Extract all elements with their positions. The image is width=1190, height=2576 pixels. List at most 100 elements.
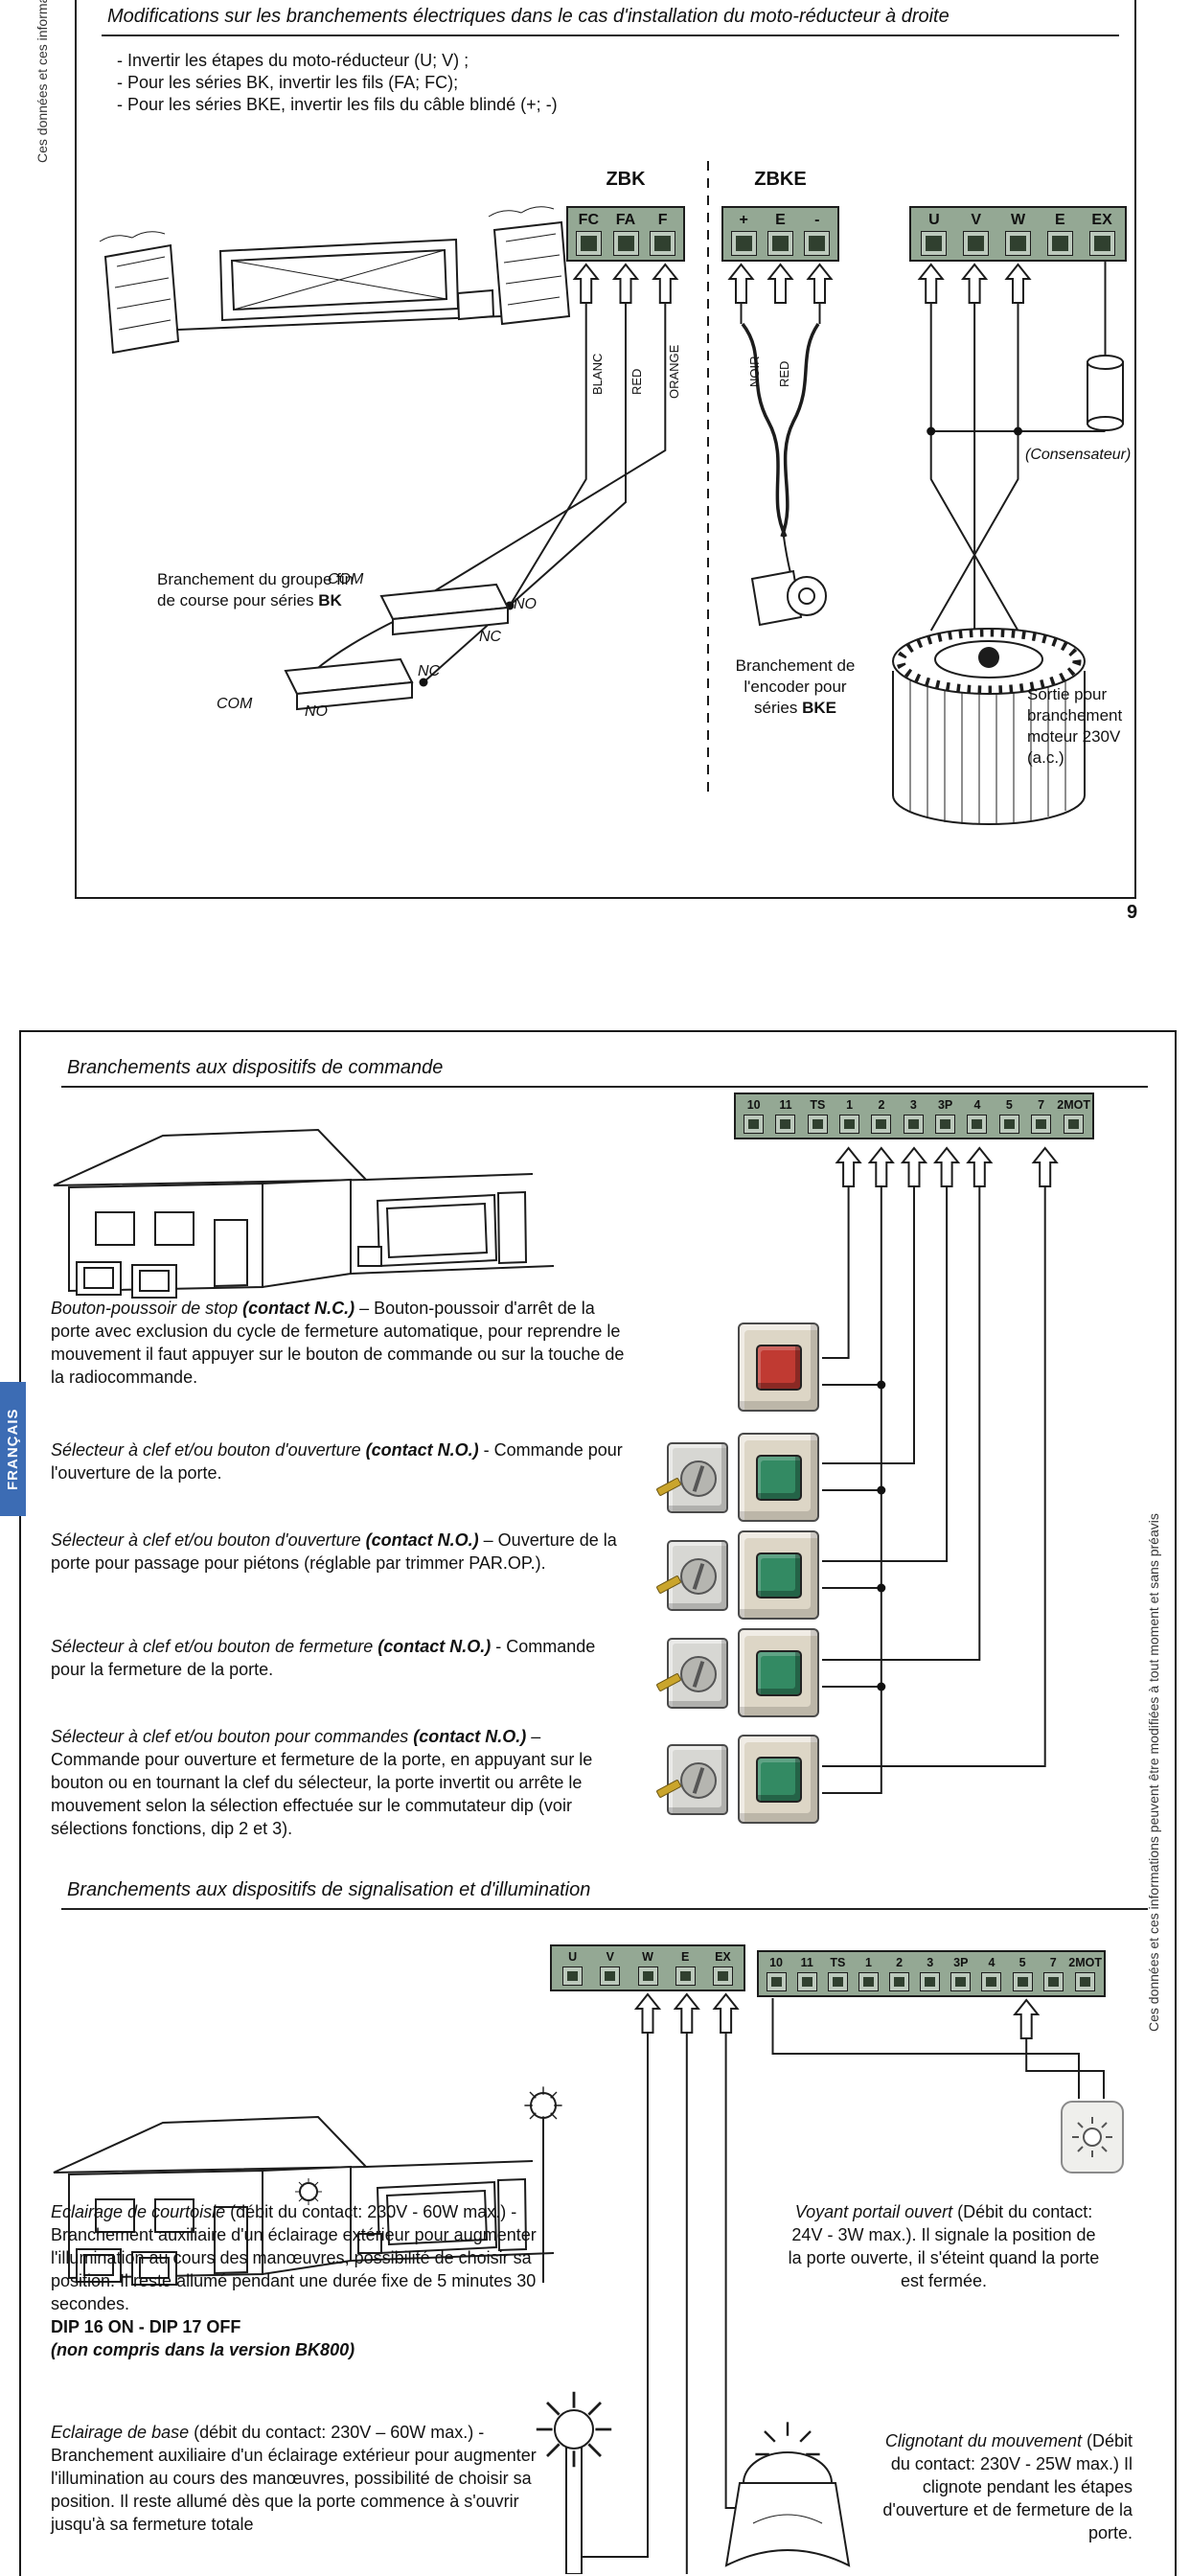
terminal-cell: 11	[791, 1955, 822, 1991]
wire-label-orange: ORANGE	[667, 344, 681, 399]
motor-output-caption: Sortie pour branchement moteur 230V (a.c…	[1027, 685, 1123, 767]
terminal-cell: 3P	[929, 1097, 961, 1134]
section-signal-title: Branchements aux dispositifs de signalis…	[61, 1879, 1148, 1910]
gate-scene-sketch	[99, 206, 571, 355]
terminal-cell: EX	[1081, 211, 1123, 256]
gate-open-indicator-lamp	[1061, 2101, 1124, 2174]
terminal-cell: W	[997, 211, 1040, 256]
terminal-hole	[903, 1115, 924, 1134]
terminal-cell: E	[1039, 211, 1081, 256]
terminal-cell: 11	[769, 1097, 801, 1134]
close-switch-paragraph: Sélecteur à clef et/ou bouton de fermetu…	[51, 1637, 596, 1679]
terminal-hole	[858, 1972, 879, 1991]
terminal-cell: 4	[976, 1955, 1007, 1991]
terminal-hole	[600, 1966, 621, 1986]
terminal-hole	[950, 1972, 972, 1991]
terminal-hole	[1004, 231, 1031, 256]
terminal-hole	[804, 231, 831, 256]
zbk-board-label: ZBK	[606, 169, 646, 190]
command-wires	[822, 1186, 1046, 1794]
terminal-cell: V	[591, 1949, 629, 1986]
pedestrian-pushbutton	[738, 1530, 819, 1620]
terminal-hole	[1031, 1115, 1052, 1134]
pedestrian-keyswitch	[655, 1540, 728, 1611]
terminal-hole	[650, 231, 676, 256]
terminal-cell: 3	[915, 1955, 946, 1991]
terminal-cell: E	[762, 211, 798, 256]
terminal-cell: -	[799, 211, 835, 256]
open-switch-paragraph: Sélecteur à clef et/ou bouton d'ouvertur…	[51, 1440, 623, 1483]
page-number: 9	[1127, 902, 1138, 923]
terminal-hole	[1075, 1972, 1096, 1991]
lock-cylinder-icon	[680, 1656, 717, 1692]
wire-label-red: RED	[629, 368, 644, 395]
terminal-hole	[981, 1972, 1002, 1991]
terminal-block-zbke: +E-	[721, 206, 839, 262]
house-scene-1	[53, 1129, 555, 1299]
terminal-hole	[889, 1972, 910, 1991]
capacitor-caption: (Consensateur)	[1025, 447, 1132, 463]
terminal-cell: 10	[761, 1955, 791, 1991]
terminal-hole	[827, 1972, 848, 1991]
flasher-beacon	[724, 2421, 851, 2567]
courtesy-light-block: Eclairage de courtoisie (débit du contac…	[51, 2200, 553, 2361]
green-button-face	[756, 1757, 802, 1803]
page-9-frame: Modifications sur les branchements élect…	[75, 0, 1136, 899]
terminal-cell: 5	[1007, 1955, 1038, 1991]
terminal-hole	[920, 1972, 941, 1991]
terminal-cell: 1	[853, 1955, 883, 1991]
wire-label-red2: RED	[777, 360, 791, 387]
terminal-cell: 2MOT	[1057, 1097, 1090, 1134]
terminal-cell: U	[554, 1949, 591, 1986]
command-pushbutton	[738, 1735, 819, 1824]
dip-note-line: (non compris dans la version BK800)	[51, 2340, 355, 2359]
contact-no-label: NO	[305, 703, 328, 720]
terminal-cell: TS	[822, 1955, 853, 1991]
terminal-cell: 5	[994, 1097, 1025, 1134]
terminal-hole	[612, 231, 639, 256]
green-button-face	[756, 1455, 802, 1501]
terminal-cell: 3	[898, 1097, 929, 1134]
wire-label-noir: NOIR	[747, 356, 762, 388]
green-button-face	[756, 1552, 802, 1598]
limit-switch-caption: Branchement du groupe fin de course pour…	[157, 570, 355, 610]
page1-instructions: - Invertir les étapes du moto-réducteur …	[117, 50, 558, 116]
open-pushbutton	[738, 1433, 819, 1522]
contact-nc-label: NC	[479, 629, 502, 645]
lock-cylinder-icon	[680, 1762, 717, 1799]
lock-cylinder-icon	[680, 1460, 717, 1497]
terminal-cell: FA	[607, 211, 645, 256]
encoder-caption: Branchement de l'encoder pour séries BKE	[735, 656, 856, 717]
terminal-cell: V	[955, 211, 997, 256]
stop-button-paragraph: Bouton-poussoir de stop (contact N.C.) –…	[51, 1299, 625, 1387]
pedestrian-switch-paragraph: Sélecteur à clef et/ou bouton d'ouvertur…	[51, 1530, 617, 1573]
terminal-cell: E	[667, 1949, 704, 1986]
instruction-line: - Pour les séries BK, invertir les fils …	[117, 73, 459, 92]
terminal-hole	[1088, 231, 1115, 256]
wall-lamp	[294, 2177, 323, 2206]
contact-com-label: COM	[328, 571, 364, 587]
dip-settings-line: DIP 16 ON - DIP 17 OFF	[51, 2317, 241, 2336]
terminal-hole	[562, 1966, 584, 1986]
terminal-cell: 4	[961, 1097, 993, 1134]
terminal-hole	[921, 231, 948, 256]
street-lamp	[535, 2390, 613, 2574]
terminal-cell: 1	[834, 1097, 865, 1134]
limit-microswitches	[284, 583, 510, 711]
contact-nc-label: NC	[418, 663, 441, 679]
stop-pushbutton	[738, 1322, 819, 1412]
wiring-diagram-page2	[53, 1129, 1105, 2574]
terminal-arrows-page1	[573, 264, 1031, 304]
terminal-hole	[767, 231, 793, 256]
zbke-board-label: ZBKE	[754, 169, 807, 190]
terminal-hole	[730, 231, 757, 256]
terminal-hole	[935, 1115, 956, 1134]
page2-margin-note: Ces données et ces informations peuvent …	[1146, 1513, 1161, 2032]
wire-label-blanc: BLANC	[590, 353, 605, 395]
